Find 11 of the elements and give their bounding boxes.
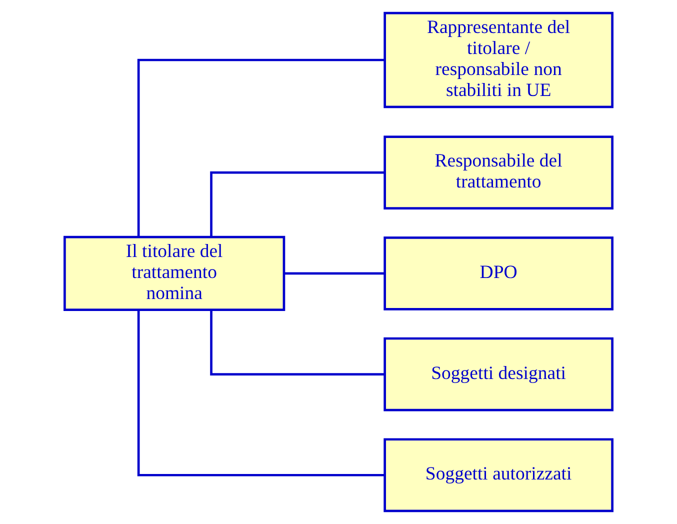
- connector: [137, 58, 385, 237]
- connector: [210, 310, 385, 376]
- node-box: Soggetti autorizzati: [384, 438, 614, 512]
- node-box: Il titolare del trattamento nomina: [64, 236, 286, 311]
- connector: [284, 272, 384, 275]
- connector: [210, 171, 385, 238]
- node-box: Rappresentante del titolare / responsabile non stabiliti in UE: [384, 12, 614, 108]
- node-box: Responsabile del trattamento: [384, 136, 614, 210]
- node-box: DPO: [384, 236, 614, 310]
- connector: [137, 310, 385, 476]
- node-box: Soggetti designati: [384, 337, 614, 412]
